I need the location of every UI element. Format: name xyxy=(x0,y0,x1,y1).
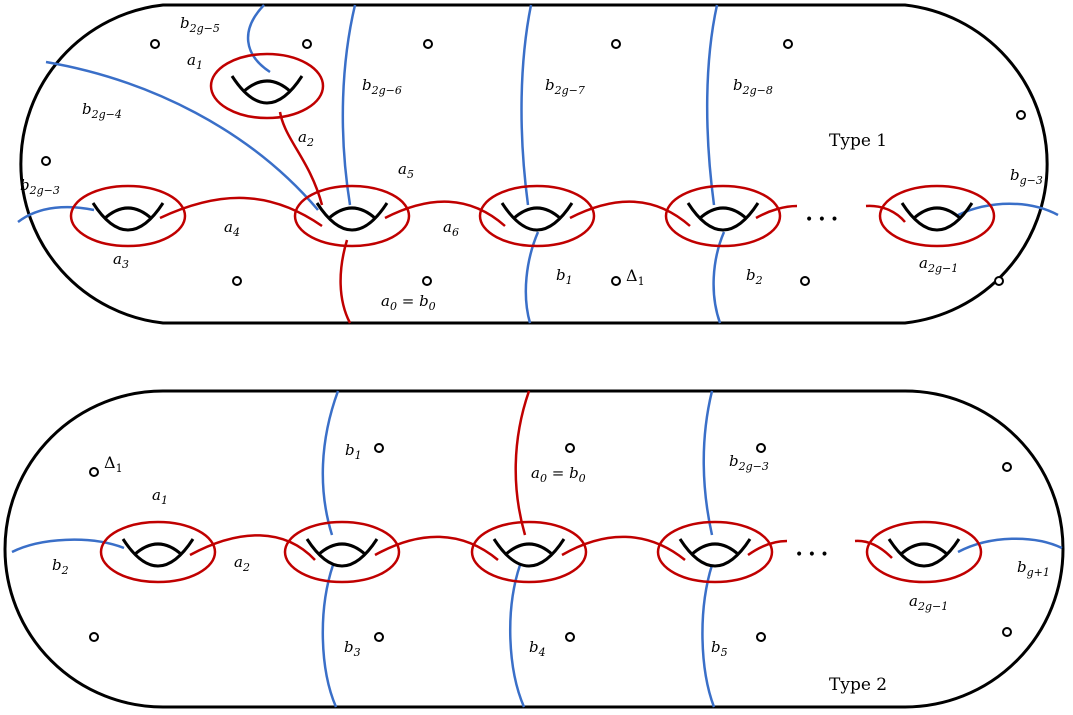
type1-curve-chain-3 xyxy=(569,200,691,227)
type2-curve-chain-3 xyxy=(561,535,686,561)
type1-curve-b2 xyxy=(712,231,726,324)
type1-curve-a0 xyxy=(339,239,352,324)
type1-curve-b2g-7 xyxy=(520,4,533,206)
type1-curve-b1 xyxy=(524,231,540,324)
type2-label-a1: a1 xyxy=(152,486,168,507)
type2-curve-ring-4 xyxy=(656,520,774,584)
type2-label-b1: b1 xyxy=(345,441,362,462)
type2-label-a2: a2 xyxy=(234,553,250,574)
type1-label-a1: a1 xyxy=(187,51,203,72)
type1-label-a4: a4 xyxy=(224,218,240,239)
type1-title: Type 1 xyxy=(829,131,887,151)
type1-label-bg-3: bg−3 xyxy=(1010,166,1043,187)
type2-label-bg+1: bg+1 xyxy=(1017,558,1050,579)
type1-label-b2g-8: b2g−8 xyxy=(733,76,773,97)
type1-label-b2g-4: b2g−4 xyxy=(82,100,122,121)
type2-curve-a0 xyxy=(514,390,531,536)
type2-handles xyxy=(121,538,961,568)
type1-curve-bg-3 xyxy=(957,202,1059,217)
type2-curve-b2 xyxy=(11,538,125,554)
type1-curve-a5 xyxy=(293,184,411,248)
type2-surface-outline xyxy=(3,389,1065,709)
type2-label-delta1: Δ1 xyxy=(104,453,123,475)
type2-curve-chain-4 xyxy=(747,539,788,557)
type2-curve-b5 xyxy=(701,564,716,708)
type2-label-b2: b2 xyxy=(52,556,69,577)
type2-panel: Type 2 Δ1 a1 b1 a0 = b0 b2g−3 b2 a2 bg+1… xyxy=(3,389,1065,709)
type2-curve-chain-2 xyxy=(374,535,499,561)
type2-curve-a2g-1 xyxy=(865,520,983,584)
type1-label-b2g-5: b2g−5 xyxy=(180,14,220,35)
type2-curve-b4 xyxy=(508,564,526,708)
type2-curve-bg+1 xyxy=(957,537,1063,554)
type1-curve-a1 xyxy=(209,52,325,120)
type1-label-a3: a3 xyxy=(113,250,129,271)
type1-label-b1: b1 xyxy=(556,266,573,287)
type2-curve-b2g-3 xyxy=(702,390,714,536)
type1-surface-outline xyxy=(19,3,1049,325)
type1-label-a0-b0: a0 = b0 xyxy=(381,292,436,313)
type1-curve-chain-4 xyxy=(755,204,798,220)
type2-marked-points xyxy=(89,443,1012,642)
type2-label-a0-b0: a0 = b0 xyxy=(531,464,586,485)
type1-marked-points xyxy=(41,39,1026,286)
type1-handles xyxy=(91,75,974,232)
type2-curve-chain-5 xyxy=(854,539,893,559)
type1-label-b2g-7: b2g−7 xyxy=(545,76,585,97)
type1-label-a2: a2 xyxy=(298,128,314,149)
type1-curve-a2g-1 xyxy=(878,184,996,248)
type1-curve-a4 xyxy=(159,196,323,228)
type1-label-delta1: Δ1 xyxy=(626,266,645,288)
type1-label-a6: a6 xyxy=(443,218,459,239)
type2-curve-b1 xyxy=(321,390,340,536)
type2-ellipsis: • • • xyxy=(795,547,829,563)
type1-curve-b2g-8 xyxy=(705,4,719,206)
type1-curve-b2g-5 xyxy=(247,4,271,74)
type1-label-a5: a5 xyxy=(398,160,414,181)
type1-label-b2g-6: b2g−6 xyxy=(362,76,402,97)
type1-curve-b2g-6 xyxy=(341,4,357,206)
type1-curve-ring-3 xyxy=(478,184,596,248)
type1-curve-chain-5 xyxy=(865,204,906,223)
type2-curve-a2 xyxy=(189,534,316,561)
type2-curve-ring-2 xyxy=(283,520,401,584)
type2-title: Type 2 xyxy=(829,675,887,695)
type1-ellipsis: • • • xyxy=(805,212,839,228)
type1-label-b2: b2 xyxy=(746,266,763,287)
type1-curve-a6 xyxy=(384,200,506,227)
type1-curve-b2g-3 xyxy=(17,205,95,223)
type1-curve-b2g-4 xyxy=(45,60,319,211)
type2-label-a2g-1: a2g−1 xyxy=(909,592,948,613)
type1-label-a2g-1: a2g−1 xyxy=(919,254,958,275)
type1-curve-ring-4 xyxy=(664,184,782,248)
type1-label-b2g-3: b2g−3 xyxy=(20,176,60,197)
type2-curve-b3 xyxy=(321,564,338,708)
type1-panel: Type 1 b2g−5 a1 b2g−6 b2g−7 b2g−8 b2g−4 … xyxy=(17,3,1059,325)
type2-label-b3: b3 xyxy=(344,638,361,659)
type2-label-b5: b5 xyxy=(711,638,728,659)
type2-curve-ring-3 xyxy=(470,520,588,584)
type1-curve-a3 xyxy=(69,184,187,248)
type2-label-b4: b4 xyxy=(529,638,546,659)
type2-curve-a1 xyxy=(99,520,217,584)
type2-label-b2g-3: b2g−3 xyxy=(729,452,769,473)
